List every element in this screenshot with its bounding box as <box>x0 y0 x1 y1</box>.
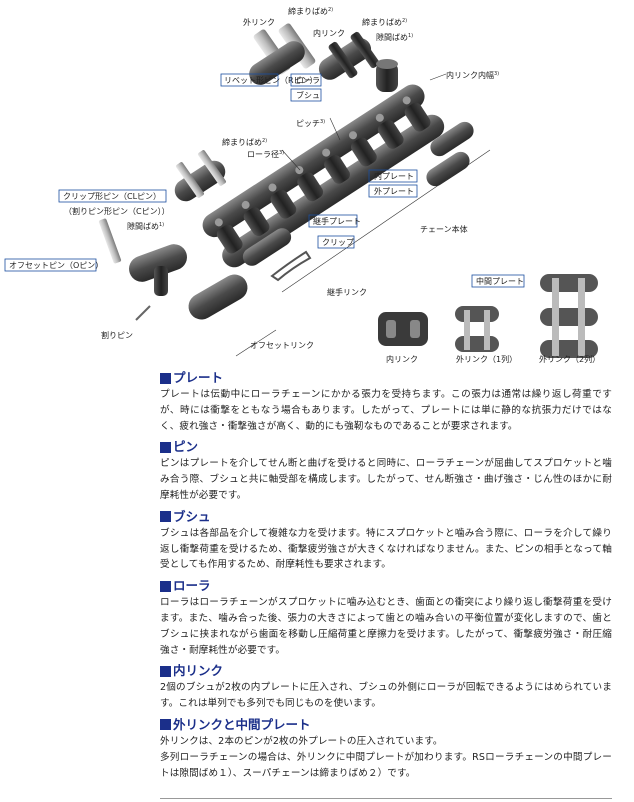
label-inner-plate: 内プレート <box>374 171 414 181</box>
label-cotter-pin-type: （割りピン形ピン（Cピン）） <box>64 206 170 216</box>
label-tight-fit-1: 締まりばめ2) <box>288 6 333 16</box>
section-title: プレート <box>173 370 224 385</box>
section-body: 2個のブシュが2枚の内プレートに圧入され、ブシュの外側にローラが回転できるように… <box>160 682 612 710</box>
label-cotter-pin: 割りピン <box>101 330 133 340</box>
label-connecting-link: 継手リンク <box>327 287 367 297</box>
photo-outer-link-1 <box>455 306 499 352</box>
section-marker <box>160 719 171 731</box>
label-photo-outer-link-2: 外リンク（2列） <box>539 354 600 364</box>
label-bushing: ブシュ <box>296 90 320 100</box>
section-plate: プレート プレートは伝動中にローラチェーンにかかる張力を受持ちます。この張力は通… <box>160 370 612 434</box>
section-pin: ピン ピンはプレートを介してせん断と曲げを受けると同時に、ローラチェーンが屈曲し… <box>160 439 612 503</box>
section-marker <box>160 441 171 453</box>
section-title: ブシュ <box>173 508 211 524</box>
chain-structure-diagram: 外リンク 締まりばめ2) 内リンク 締まりばめ2) 隙間ばめ1) リベット形ピン… <box>4 6 600 364</box>
label-roller: ローラ <box>296 76 320 85</box>
section-marker <box>160 511 171 523</box>
label-outer-plate: 外プレート <box>374 186 414 196</box>
section-body: 外リンクは、2本のピンが2枚の外プレートの圧入されています。 多列ローラチェーン… <box>160 735 612 779</box>
photo-outer-link-2 <box>540 274 598 358</box>
label-clearance-fit-1: 隙間ばめ1) <box>376 32 413 42</box>
label-outer-link: 外リンク <box>243 17 275 27</box>
label-chain-body: チェーン本体 <box>420 224 468 234</box>
label-photo-inner-link: 内リンク <box>386 354 418 364</box>
section-title: ローラ <box>173 578 211 594</box>
section-bushing: ブシュ ブシュは各部品を介して複雑な力を受けます。特にスプロケットと噛み合う際に… <box>160 509 612 573</box>
label-roller-diameter: ローラ径3) <box>247 149 284 159</box>
label-tight-fit-3: 締まりばめ2) <box>222 137 267 147</box>
label-inner-width: 内リンク内幅3) <box>446 70 499 80</box>
cotter-pin-illustration <box>135 305 151 321</box>
section-body: プレートは伝動中にローラチェーンにかかる張力を受持ちます。この張力は通常は繰り返… <box>160 389 612 432</box>
label-tight-fit-2: 締まりばめ2) <box>362 17 407 27</box>
label-inner-link: 内リンク <box>313 28 345 38</box>
label-rivet-pin: リベット形ピン（Rピン） <box>224 76 318 85</box>
section-body: ピンはプレートを介してせん断と曲げを受けると同時に、ローラチェーンが屈曲してスプ… <box>160 458 612 501</box>
section-outer-link: 外リンクと中間プレート 外リンクは、2本のピンが2枚の外プレートの圧入されていま… <box>160 717 612 781</box>
section-marker <box>160 665 171 677</box>
description-text: プレート プレートは伝動中にローラチェーンにかかる張力を受持ちます。この張力は通… <box>160 370 612 786</box>
connecting-plate-illustration <box>242 228 292 266</box>
chain-body-illustration <box>202 84 445 268</box>
roller-illustration <box>376 62 398 92</box>
plates-illustration <box>426 121 474 187</box>
inner-link-illustration <box>318 31 380 80</box>
label-middle-plate: 中間プレート <box>476 276 524 286</box>
section-inner-link: 内リンク 2個のブシュが2枚の内プレートに圧入され、ブシュの外側にローラが回転で… <box>160 663 612 712</box>
offset-link-illustration <box>129 244 248 320</box>
section-body: ブシュは各部品を介して複雑な力を受けます。特にスプロケットと噛み合う際に、ローラ… <box>160 527 612 571</box>
label-clip-pin: クリップ形ピン（CLピン） <box>63 192 161 201</box>
label-offset-link: オフセットリンク <box>250 341 314 350</box>
section-marker <box>160 372 171 384</box>
photo-inner-link <box>378 312 428 346</box>
label-pitch: ピッチ3) <box>296 119 325 128</box>
section-title: 内リンク <box>173 663 224 679</box>
section-marker <box>160 580 171 592</box>
clip-pin-illustration <box>174 150 226 202</box>
offset-pin-illustration <box>98 218 122 264</box>
label-photo-outer-link-1: 外リンク（1列） <box>456 354 517 364</box>
label-clearance-fit-2: 隙間ばめ1) <box>127 221 164 231</box>
label-offset-pin: オフセットピン（Oピン） <box>9 261 103 270</box>
section-body: ローラはローラチェーンがスプロケットに噛み込むとき、歯面との衝突により繰り返し衝… <box>160 597 612 656</box>
clip-illustration <box>270 250 312 282</box>
bottom-divider <box>160 798 612 799</box>
section-roller: ローラ ローラはローラチェーンがスプロケットに噛み込むとき、歯面との衝突により繰… <box>160 578 612 658</box>
label-clip: クリップ <box>322 238 354 247</box>
label-connecting-plate: 継手プレート <box>313 216 361 226</box>
section-title: ピン <box>173 439 199 455</box>
section-title: 外リンクと中間プレート <box>173 716 311 732</box>
